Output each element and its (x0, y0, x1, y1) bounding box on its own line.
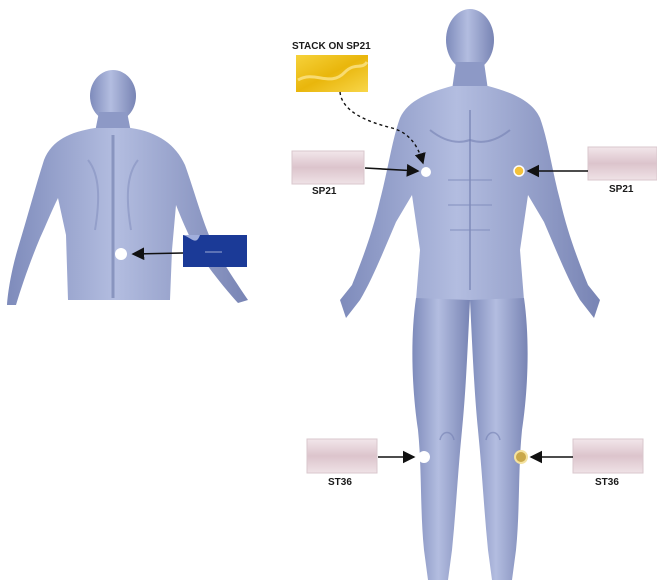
marker-st36-right (515, 451, 527, 463)
marker-st36-left (418, 451, 430, 463)
st36-right-label: ST36 (595, 477, 619, 488)
patch-sp21-left (292, 151, 364, 184)
st36-left-label: ST36 (328, 477, 352, 488)
sp21-left-label: SP21 (312, 186, 336, 197)
sp21-right-label: SP21 (609, 184, 633, 195)
marker-back-lower (115, 248, 127, 260)
back-view-figure (7, 70, 248, 305)
patch-back-blue (183, 235, 247, 267)
marker-sp21-right (514, 166, 524, 176)
patch-st36-right (573, 439, 643, 473)
patch-sp21-right (588, 147, 657, 180)
patch-st36-left (307, 439, 377, 473)
front-view-figure (340, 9, 600, 580)
arrow-back (133, 253, 183, 254)
stack-on-sp21-label: STACK ON SP21 (292, 41, 371, 52)
marker-sp21-left (421, 167, 431, 177)
patch-stack-yellow (296, 55, 368, 92)
